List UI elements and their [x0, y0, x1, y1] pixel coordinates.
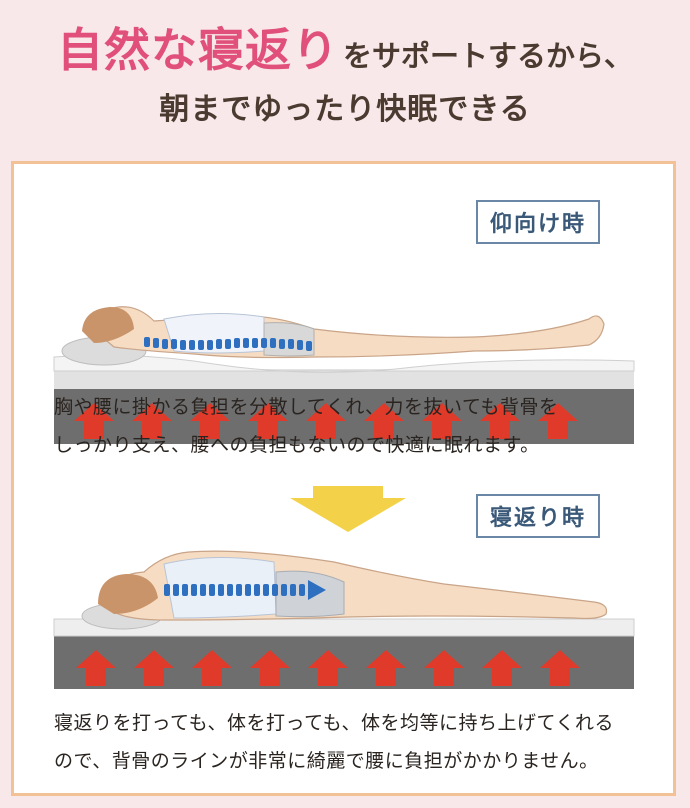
red-up-arrow-icon	[74, 403, 114, 439]
subheadline: 朝までゆったり快眠できる	[159, 92, 531, 127]
section2-description-line1: 寝返りを打っても、体を打っても、体を均等に持ち上げてくれる	[54, 712, 614, 734]
red-up-arrow-icon	[482, 650, 522, 686]
red-up-arrow-icon	[132, 403, 172, 439]
red-up-arrow-icon	[248, 403, 288, 439]
red-up-arrow-icon	[538, 403, 578, 439]
section1-description-line1: 胸や腰に掛かる負担を分散してくれ、力を抜いても背骨を	[54, 396, 559, 418]
spine	[164, 580, 326, 600]
support-arrows	[76, 650, 580, 686]
section2-label: 寝返り時	[476, 494, 601, 538]
section1-description: 胸や腰に掛かる負担を分散してくれ、力を抜いても背骨を しっかり支え、腰への負担も…	[54, 388, 674, 464]
headline-emphasis: 自然な寝返り	[56, 23, 339, 77]
red-up-arrow-icon	[422, 403, 462, 439]
hair	[82, 307, 134, 343]
red-up-arrow-icon	[540, 650, 580, 686]
headline: 自然な寝返りをサポートするから、	[0, 14, 690, 80]
mattress-surface	[53, 354, 635, 373]
section2-description-line2: ので、背骨のラインが非常に綺麗で腰に負担がかかりません。	[54, 750, 599, 772]
section1-description-line2: しっかり支え、腰への負担もないので快適に眠れます。	[54, 434, 540, 456]
red-up-arrow-icon	[366, 650, 406, 686]
supine-illustration	[53, 306, 635, 444]
red-up-arrow-icon	[192, 650, 232, 686]
red-up-arrow-icon	[190, 403, 230, 439]
yellow-down-arrow-icon	[290, 486, 406, 532]
mattress-top-layer	[54, 369, 634, 389]
red-up-arrow-icon	[308, 650, 348, 686]
spine	[144, 337, 312, 351]
hair	[98, 574, 158, 614]
headline-rest: をサポートするから、	[342, 39, 633, 73]
tank-top	[163, 312, 265, 354]
red-up-arrow-icon	[250, 650, 290, 686]
mattress-surface	[53, 618, 635, 637]
support-arrows	[74, 403, 578, 439]
side-lying-illustration	[53, 550, 635, 689]
red-up-arrow-icon	[134, 650, 174, 686]
mattress-base	[54, 634, 634, 689]
header: 自然な寝返りをサポートするから、 朝までゆったり快眠できる	[0, 0, 690, 160]
red-up-arrow-icon	[76, 650, 116, 686]
section1-label: 仰向け時	[476, 200, 601, 244]
red-up-arrow-icon	[424, 650, 464, 686]
comparison-panel: 仰向け時	[11, 161, 676, 796]
section2-description: 寝返りを打っても、体を打っても、体を均等に持ち上げてくれる ので、背骨のラインが…	[54, 704, 674, 780]
red-up-arrow-icon	[480, 403, 520, 439]
red-up-arrow-icon	[306, 403, 346, 439]
red-up-arrow-icon	[364, 403, 404, 439]
